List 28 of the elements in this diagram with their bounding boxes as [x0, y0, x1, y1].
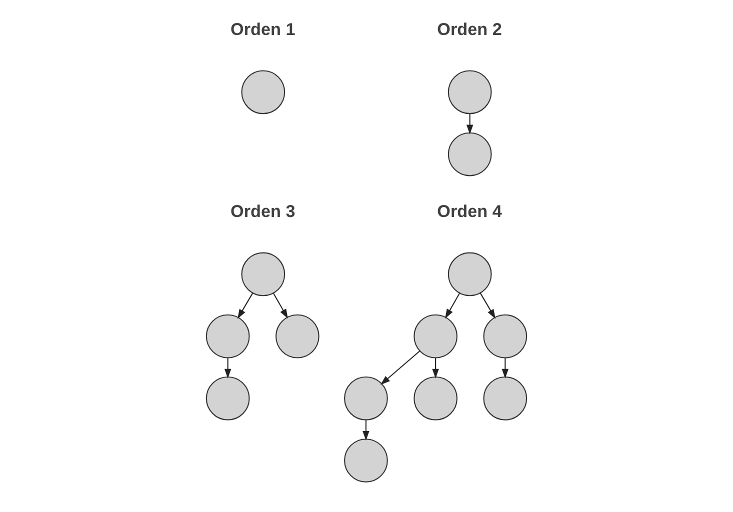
node-circle: [241, 70, 286, 114]
arrow: [362, 420, 370, 441]
node-circle: [241, 252, 286, 296]
node-circle: [206, 314, 250, 358]
arrow: [272, 293, 288, 319]
label: Orden 4: [437, 201, 502, 222]
node-circle: [344, 438, 388, 482]
arrow: [480, 292, 496, 319]
node-circle: [414, 376, 458, 420]
arrow: [445, 293, 460, 319]
label: Orden 2: [437, 19, 502, 40]
label: Orden 1: [230, 19, 296, 40]
node-circle: [448, 132, 492, 176]
node-circle: [483, 314, 528, 358]
label: Orden 3: [230, 201, 296, 222]
arrow: [502, 358, 509, 378]
arrow: [432, 358, 439, 378]
node-circle: [275, 314, 320, 358]
arrow: [237, 292, 254, 319]
node-circle: [344, 376, 388, 420]
arrow: [224, 358, 232, 378]
node-circle: [483, 376, 528, 420]
arrow: [380, 350, 420, 385]
node-circle: [206, 376, 250, 420]
arrow: [466, 114, 474, 134]
node-circle: [414, 314, 458, 358]
node-circle: [448, 70, 492, 114]
node-circle: [448, 252, 492, 296]
